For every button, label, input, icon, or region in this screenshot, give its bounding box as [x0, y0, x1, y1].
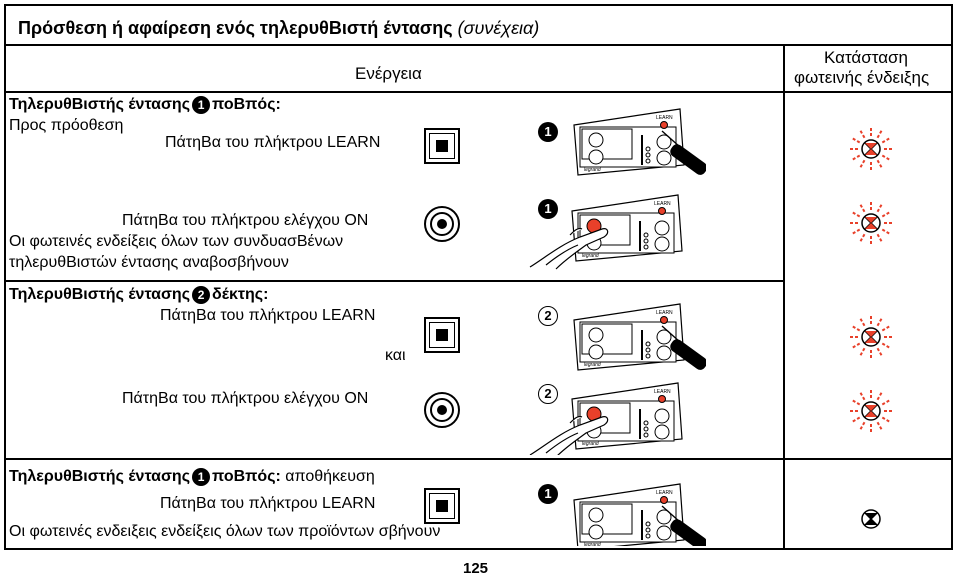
led-blinking-icon [850, 390, 892, 432]
press-learn-text: ΠάτηΒα του πλήκτρου LEARN [160, 495, 376, 512]
row-divider [4, 458, 953, 460]
on-button-icon [424, 206, 460, 242]
page-number: 125 [463, 560, 489, 577]
status-header-line2: φωτεινής ένδειξης [794, 68, 930, 87]
svg-text:LEARN: LEARN [656, 310, 673, 316]
step-badge: 2 [538, 384, 558, 404]
remote-device-screwdriver: LEARN legrand [573, 303, 706, 371]
led-blinking-icon [850, 316, 892, 358]
step-number-badge: 1 [192, 468, 211, 486]
section1-subtitle: Προς πρόοθεση [9, 117, 124, 134]
remote-device-screwdriver: LEARN legrand [573, 483, 706, 546]
action-header: Ενέργεια [355, 64, 422, 83]
press-learn-text: ΠάτηΒα του πλήκτρου LEARN [165, 134, 381, 151]
svg-text:legrand: legrand [582, 253, 599, 259]
svg-text:legrand: legrand [582, 441, 599, 447]
svg-text:legrand: legrand [584, 362, 601, 368]
press-on-text: ΠάτηΒα του πλήκτρου ελέγχου ON [122, 390, 369, 407]
remote-device-finger: LEARN legrand [529, 382, 683, 455]
header-divider [4, 91, 953, 93]
press-learn-text: ΠάτηΒα του πλήκτρου LEARN [160, 307, 376, 324]
step-badge: 1 [538, 199, 558, 219]
svg-text:LEARN: LEARN [656, 490, 673, 496]
title-bar: Πρόσθεση ή αφαίρεση ενός τηλερυθΒιστή έν… [4, 4, 953, 46]
svg-text:LEARN: LEARN [654, 389, 671, 395]
svg-text:LEARN: LEARN [656, 115, 673, 121]
step-number-badge: 1 [192, 96, 211, 114]
status-header-line1: Κατάσταση [824, 48, 909, 67]
step-badge: 1 [538, 484, 558, 504]
and-text: και [385, 347, 406, 364]
led-off-icon [861, 509, 881, 529]
leds-blink-text-2: τηλερυθΒιστών έντασης αναβοσβήνουν [9, 254, 289, 271]
row-divider [4, 280, 783, 282]
step-number-badge: 2 [192, 286, 211, 304]
page-title: Πρόσθεση ή αφαίρεση ενός τηλερυθΒιστή έν… [18, 18, 540, 38]
leds-off-text: Οι φωτεινές ενδειξεις ενδείξεις όλων των… [9, 523, 441, 540]
leds-blink-text-1: Οι φωτεινές ενδείξεις όλων των συνδυασΒέ… [9, 233, 344, 250]
learn-button-icon [424, 488, 460, 524]
svg-text:legrand: legrand [584, 542, 601, 546]
press-on-text: ΠάτηΒα του πλήκτρου ελέγχου ON [122, 212, 369, 229]
learn-button-icon [424, 128, 460, 164]
column-divider [783, 44, 785, 550]
remote-device-screwdriver: LEARN legrand [573, 108, 706, 176]
remote-device-finger: LEARN legrand [529, 194, 683, 270]
led-blinking-icon [850, 128, 892, 170]
step-badge: 2 [538, 306, 558, 326]
svg-text:LEARN: LEARN [654, 201, 671, 207]
step-badge: 1 [538, 122, 558, 142]
table-frame [4, 4, 953, 550]
svg-text:legrand: legrand [584, 167, 601, 173]
learn-button-icon [424, 317, 460, 353]
led-blinking-icon [850, 202, 892, 244]
on-button-icon [424, 392, 460, 428]
